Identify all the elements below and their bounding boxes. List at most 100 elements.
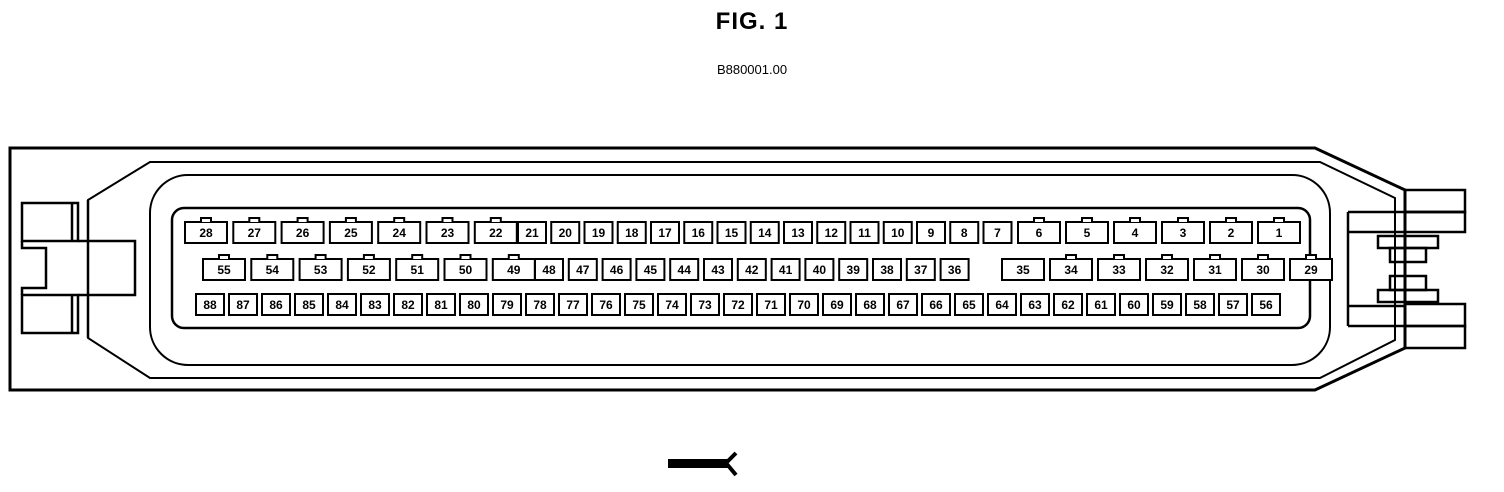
pin-51: 51: [395, 254, 440, 281]
pin-65: 65: [954, 293, 984, 316]
pin-cavity: [683, 221, 714, 244]
pin-cavity: [1119, 293, 1149, 316]
pin-label: 11: [858, 226, 871, 240]
pin-cavity: [816, 221, 847, 244]
pin-cavity: [987, 293, 1017, 316]
pin-key: [314, 254, 327, 259]
pin-73: 73: [690, 293, 720, 316]
pin-label: 84: [335, 298, 349, 312]
pin-cavity: [723, 293, 753, 316]
pin-label: 81: [434, 298, 448, 312]
pin-cavity: [749, 221, 780, 244]
pin-label: 19: [592, 226, 606, 240]
pin-cavity: [789, 293, 819, 316]
pin-37: 37: [905, 258, 936, 281]
pin-cavity: [770, 258, 801, 281]
pin-label: 4: [1132, 226, 1139, 240]
pin-label: 82: [401, 298, 415, 312]
pin-label: 40: [813, 263, 827, 277]
pin-label: 46: [610, 263, 624, 277]
pin-83: 83: [360, 293, 390, 316]
pin-label: 16: [692, 226, 706, 240]
pin-cavity: [1152, 293, 1182, 316]
pin-label: 21: [525, 226, 539, 240]
pin-label: 86: [269, 298, 283, 312]
pin-label: 61: [1094, 298, 1108, 312]
pin-label: 20: [559, 226, 573, 240]
pin-label: 73: [698, 298, 712, 312]
pin-46: 46: [601, 258, 632, 281]
pin-label: 23: [441, 226, 455, 240]
pin-cavity: [624, 293, 654, 316]
pin-5: 5: [1065, 217, 1109, 244]
pin-label: 15: [725, 226, 739, 240]
pin-27: 27: [232, 217, 277, 244]
pin-12: 12: [816, 221, 847, 244]
pin-label: 87: [236, 298, 250, 312]
pin-label: 39: [847, 263, 861, 277]
pin-cavity: [261, 293, 291, 316]
pin-10: 10: [882, 221, 913, 244]
pin-62: 62: [1053, 293, 1083, 316]
pin-61: 61: [1086, 293, 1116, 316]
view-direction-icon: [668, 451, 738, 477]
pin-key: [218, 254, 230, 259]
pin-40: 40: [804, 258, 835, 281]
pin-label: 66: [929, 298, 943, 312]
left-latch: [20, 200, 137, 338]
pin-1: 1: [1257, 217, 1301, 244]
pin-26: 26: [280, 217, 325, 244]
pin-31: 31: [1193, 254, 1237, 281]
pin-58: 58: [1185, 293, 1215, 316]
pin-cavity: [888, 293, 918, 316]
pin-cavity: [228, 293, 258, 316]
pin-key: [296, 217, 309, 222]
pin-19: 19: [583, 221, 614, 244]
pin-key: [1129, 217, 1141, 222]
pin-cavity: [635, 258, 666, 281]
pin-cavity: [855, 293, 885, 316]
pin-cavity: [492, 293, 522, 316]
pin-68: 68: [855, 293, 885, 316]
pin-label: 34: [1064, 263, 1078, 277]
pin-label: 65: [962, 298, 976, 312]
pin-label: 26: [296, 226, 310, 240]
pin-label: 49: [507, 263, 521, 277]
pin-key: [1209, 254, 1221, 259]
pin-cavity: [716, 221, 747, 244]
pin-label: 63: [1028, 298, 1042, 312]
pin-36: 36: [939, 258, 970, 281]
pin-label: 14: [758, 226, 772, 240]
pin-16: 16: [683, 221, 714, 244]
pin-label: 1: [1276, 226, 1283, 240]
pin-cavity: [616, 221, 647, 244]
pin-label: 85: [302, 298, 316, 312]
pin-label: 72: [731, 298, 745, 312]
pin-64: 64: [987, 293, 1017, 316]
pin-label: 17: [658, 226, 672, 240]
pin-82: 82: [393, 293, 423, 316]
pin-label: 45: [644, 263, 658, 277]
pin-cavity: [703, 258, 733, 281]
pin-key: [1273, 217, 1285, 222]
pin-label: 37: [914, 263, 928, 277]
pin-cavity: [1218, 293, 1248, 316]
pin-label: 67: [896, 298, 910, 312]
pin-label: 9: [928, 226, 935, 240]
pin-20: 20: [550, 221, 581, 244]
pin-cavity: [882, 221, 913, 244]
pin-label: 6: [1036, 226, 1043, 240]
pin-80: 80: [459, 293, 489, 316]
pin-cavity: [916, 221, 946, 244]
pin-label: 44: [678, 263, 692, 277]
pin-11: 11: [849, 221, 880, 244]
pin-label: 32: [1160, 263, 1174, 277]
pin-key: [1033, 217, 1045, 222]
pin-cavity: [360, 293, 390, 316]
pin-cavity: [657, 293, 687, 316]
pin-label: 25: [344, 226, 358, 240]
pin-cavity: [736, 258, 767, 281]
pin-44: 44: [669, 258, 700, 281]
pin-cavity: [327, 293, 357, 316]
pin-45: 45: [635, 258, 666, 281]
